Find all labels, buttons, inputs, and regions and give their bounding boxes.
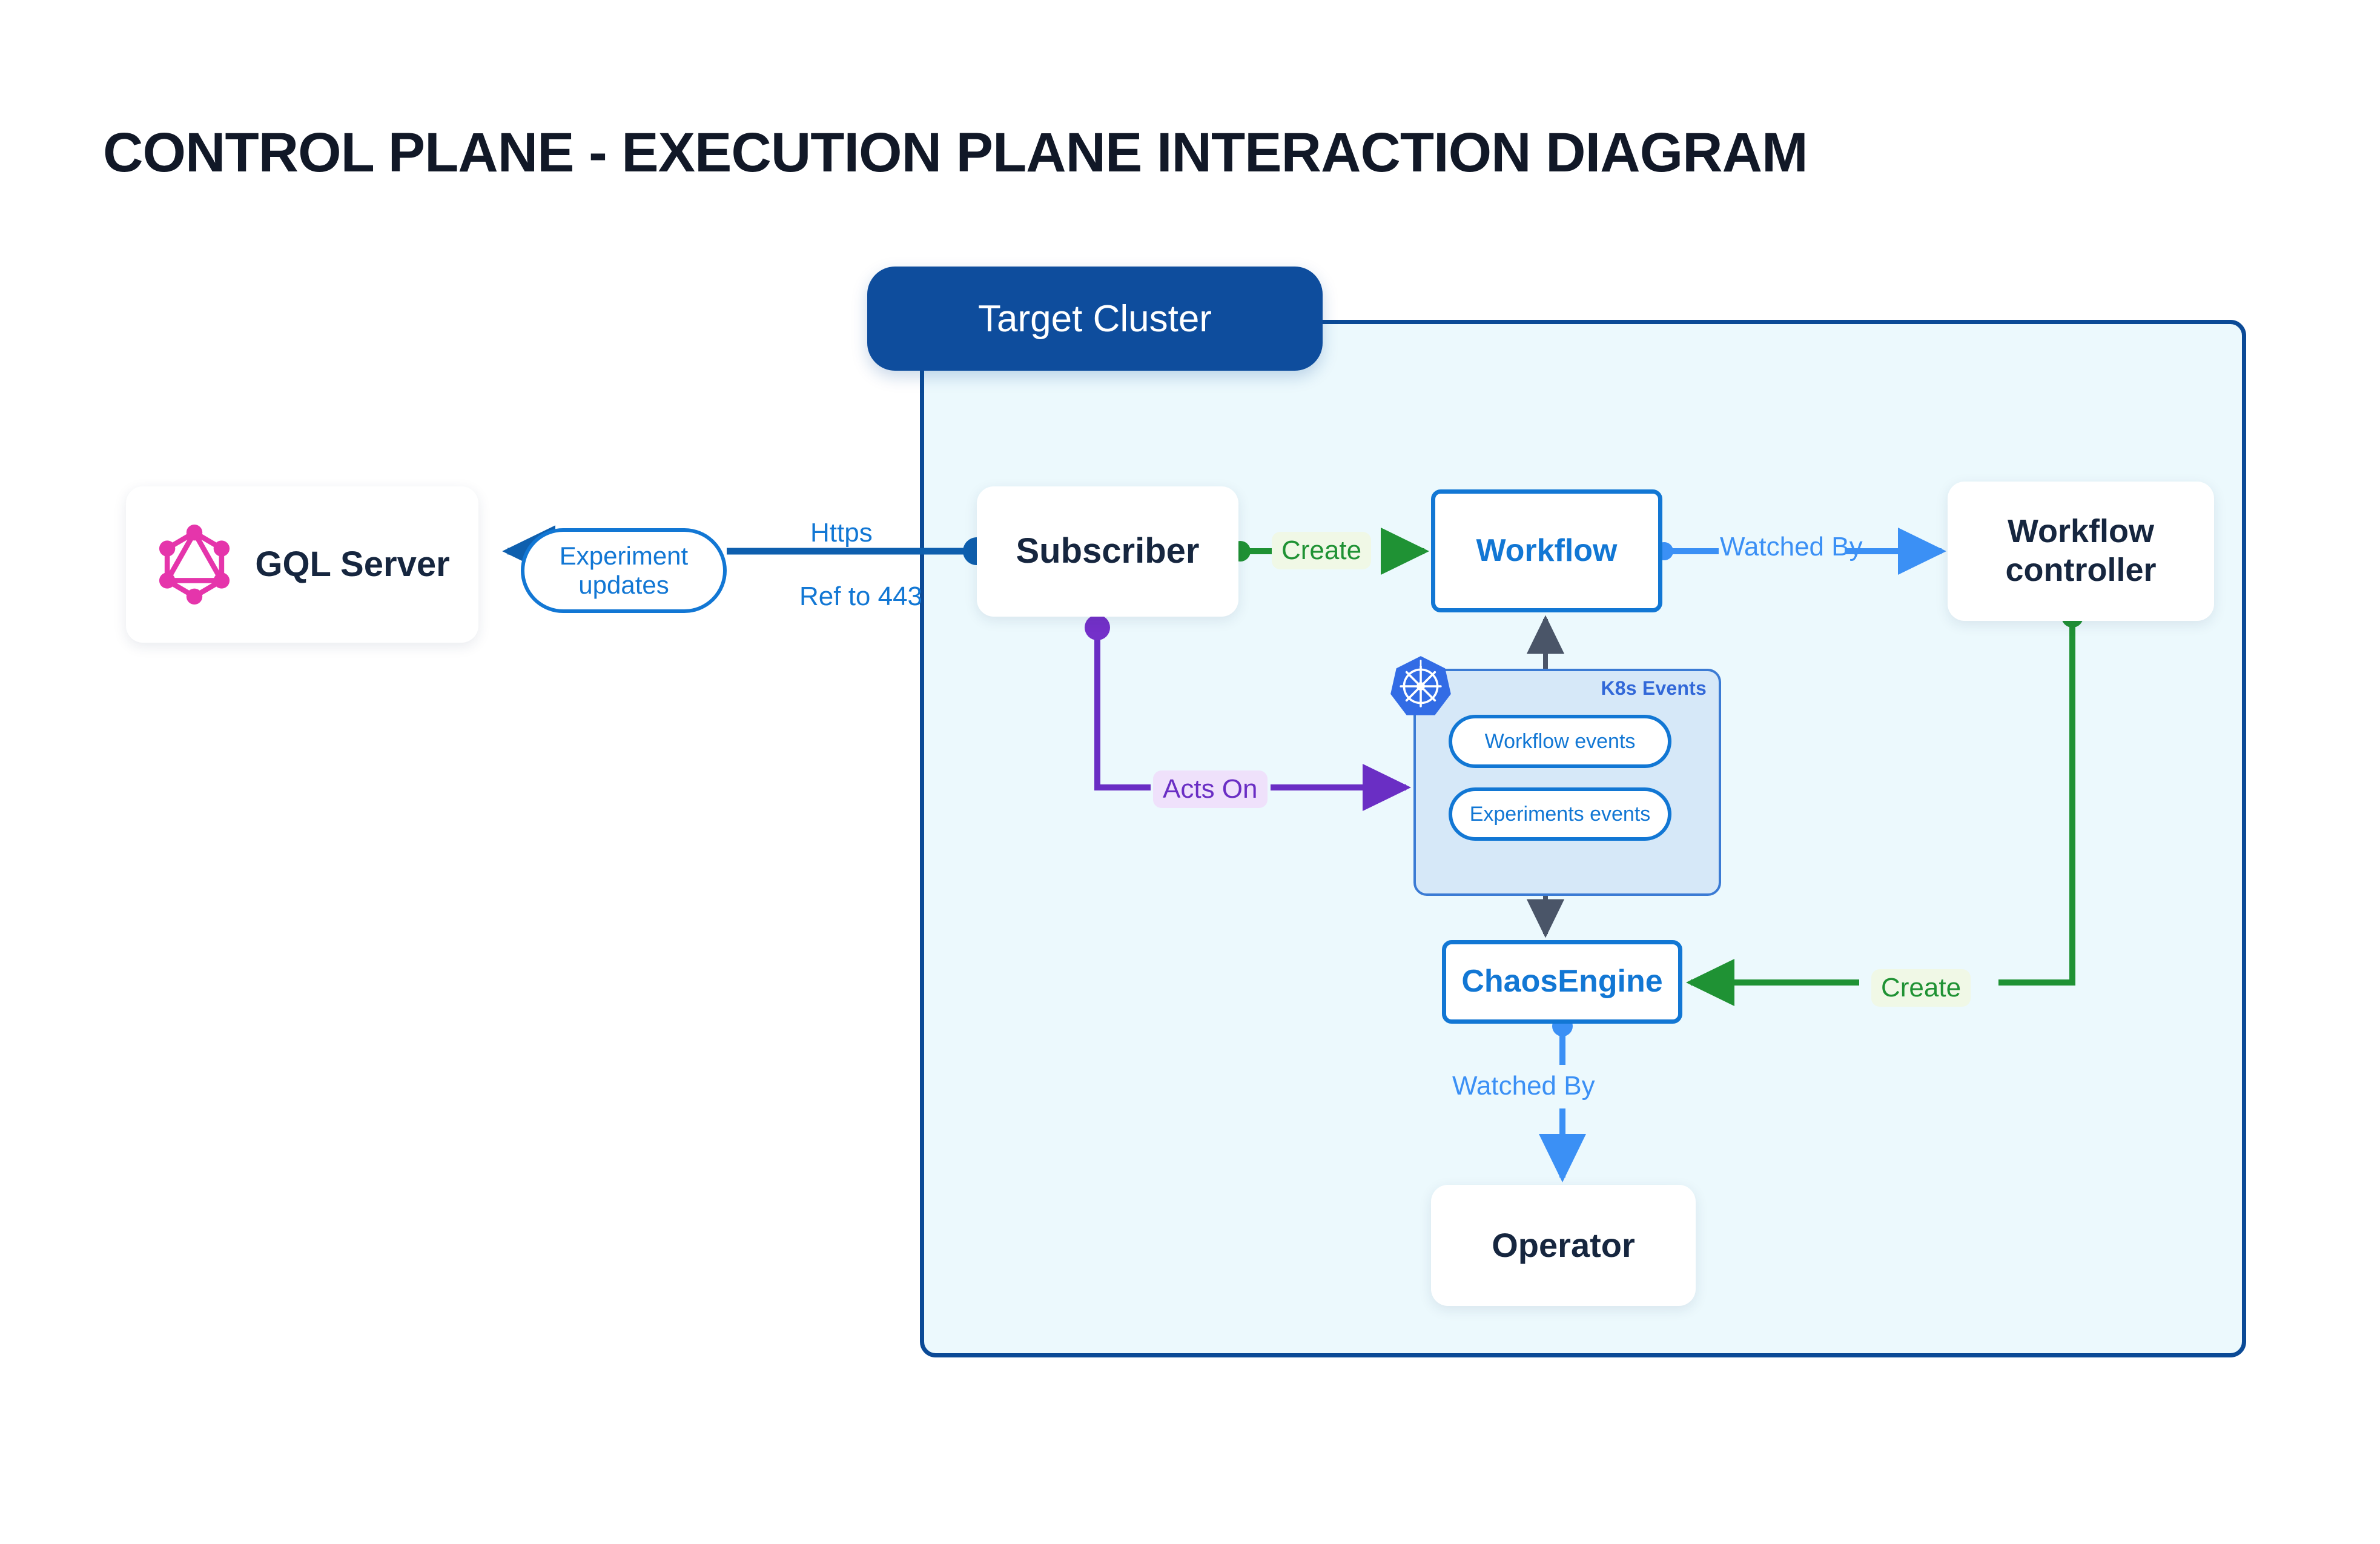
node-workflow[interactable]: Workflow: [1431, 489, 1662, 612]
node-chaosengine[interactable]: ChaosEngine: [1442, 940, 1682, 1024]
k8s-pill-workflow-events-label: Workflow events: [1484, 729, 1636, 753]
edge-label-experiment-updates: Experiment updates: [521, 528, 727, 613]
target-cluster-badge-label: Target Cluster: [978, 297, 1212, 340]
target-cluster-badge[interactable]: Target Cluster: [867, 267, 1323, 371]
node-subscriber-label: Subscriber: [1016, 531, 1200, 571]
edge-label-acts-on: Acts On: [1153, 770, 1268, 808]
node-operator-label: Operator: [1492, 1225, 1635, 1264]
node-workflow-controller-label: Workflow controller: [2005, 513, 2157, 588]
graphql-logo-icon: [154, 525, 234, 605]
k8s-events-group: K8s Events Workflow events Experiments e…: [1413, 669, 1721, 896]
edge-label-create-workflow: Create: [1272, 532, 1372, 569]
node-subscriber[interactable]: Subscriber: [977, 486, 1238, 617]
k8s-events-group-label: K8s Events: [1601, 677, 1707, 699]
node-gql-server[interactable]: GQL Server: [126, 486, 478, 643]
edge-label-https: Https: [810, 518, 873, 548]
node-chaosengine-label: ChaosEngine: [1461, 964, 1663, 999]
edge-label-create-chaosengine: Create: [1871, 969, 1971, 1007]
node-gql-server-label: GQL Server: [255, 544, 450, 584]
edge-label-watched-by-operator: Watched By: [1452, 1071, 1595, 1101]
k8s-pill-workflow-events[interactable]: Workflow events: [1449, 715, 1671, 768]
node-workflow-label: Workflow: [1476, 532, 1618, 568]
k8s-pill-experiments-events[interactable]: Experiments events: [1449, 787, 1671, 841]
edge-label-watched-by-controller: Watched By: [1720, 532, 1863, 562]
edge-label-experiment-updates-text: Experiment updates: [559, 541, 689, 599]
kubernetes-logo-icon: [1389, 654, 1453, 718]
k8s-pill-experiments-events-label: Experiments events: [1469, 802, 1651, 826]
node-operator[interactable]: Operator: [1431, 1185, 1696, 1306]
node-workflow-controller[interactable]: Workflow controller: [1948, 482, 2214, 621]
page-title: CONTROL PLANE - EXECUTION PLANE INTERACT…: [103, 122, 1808, 184]
edge-label-ref-to-443: Ref to 443: [799, 581, 923, 611]
